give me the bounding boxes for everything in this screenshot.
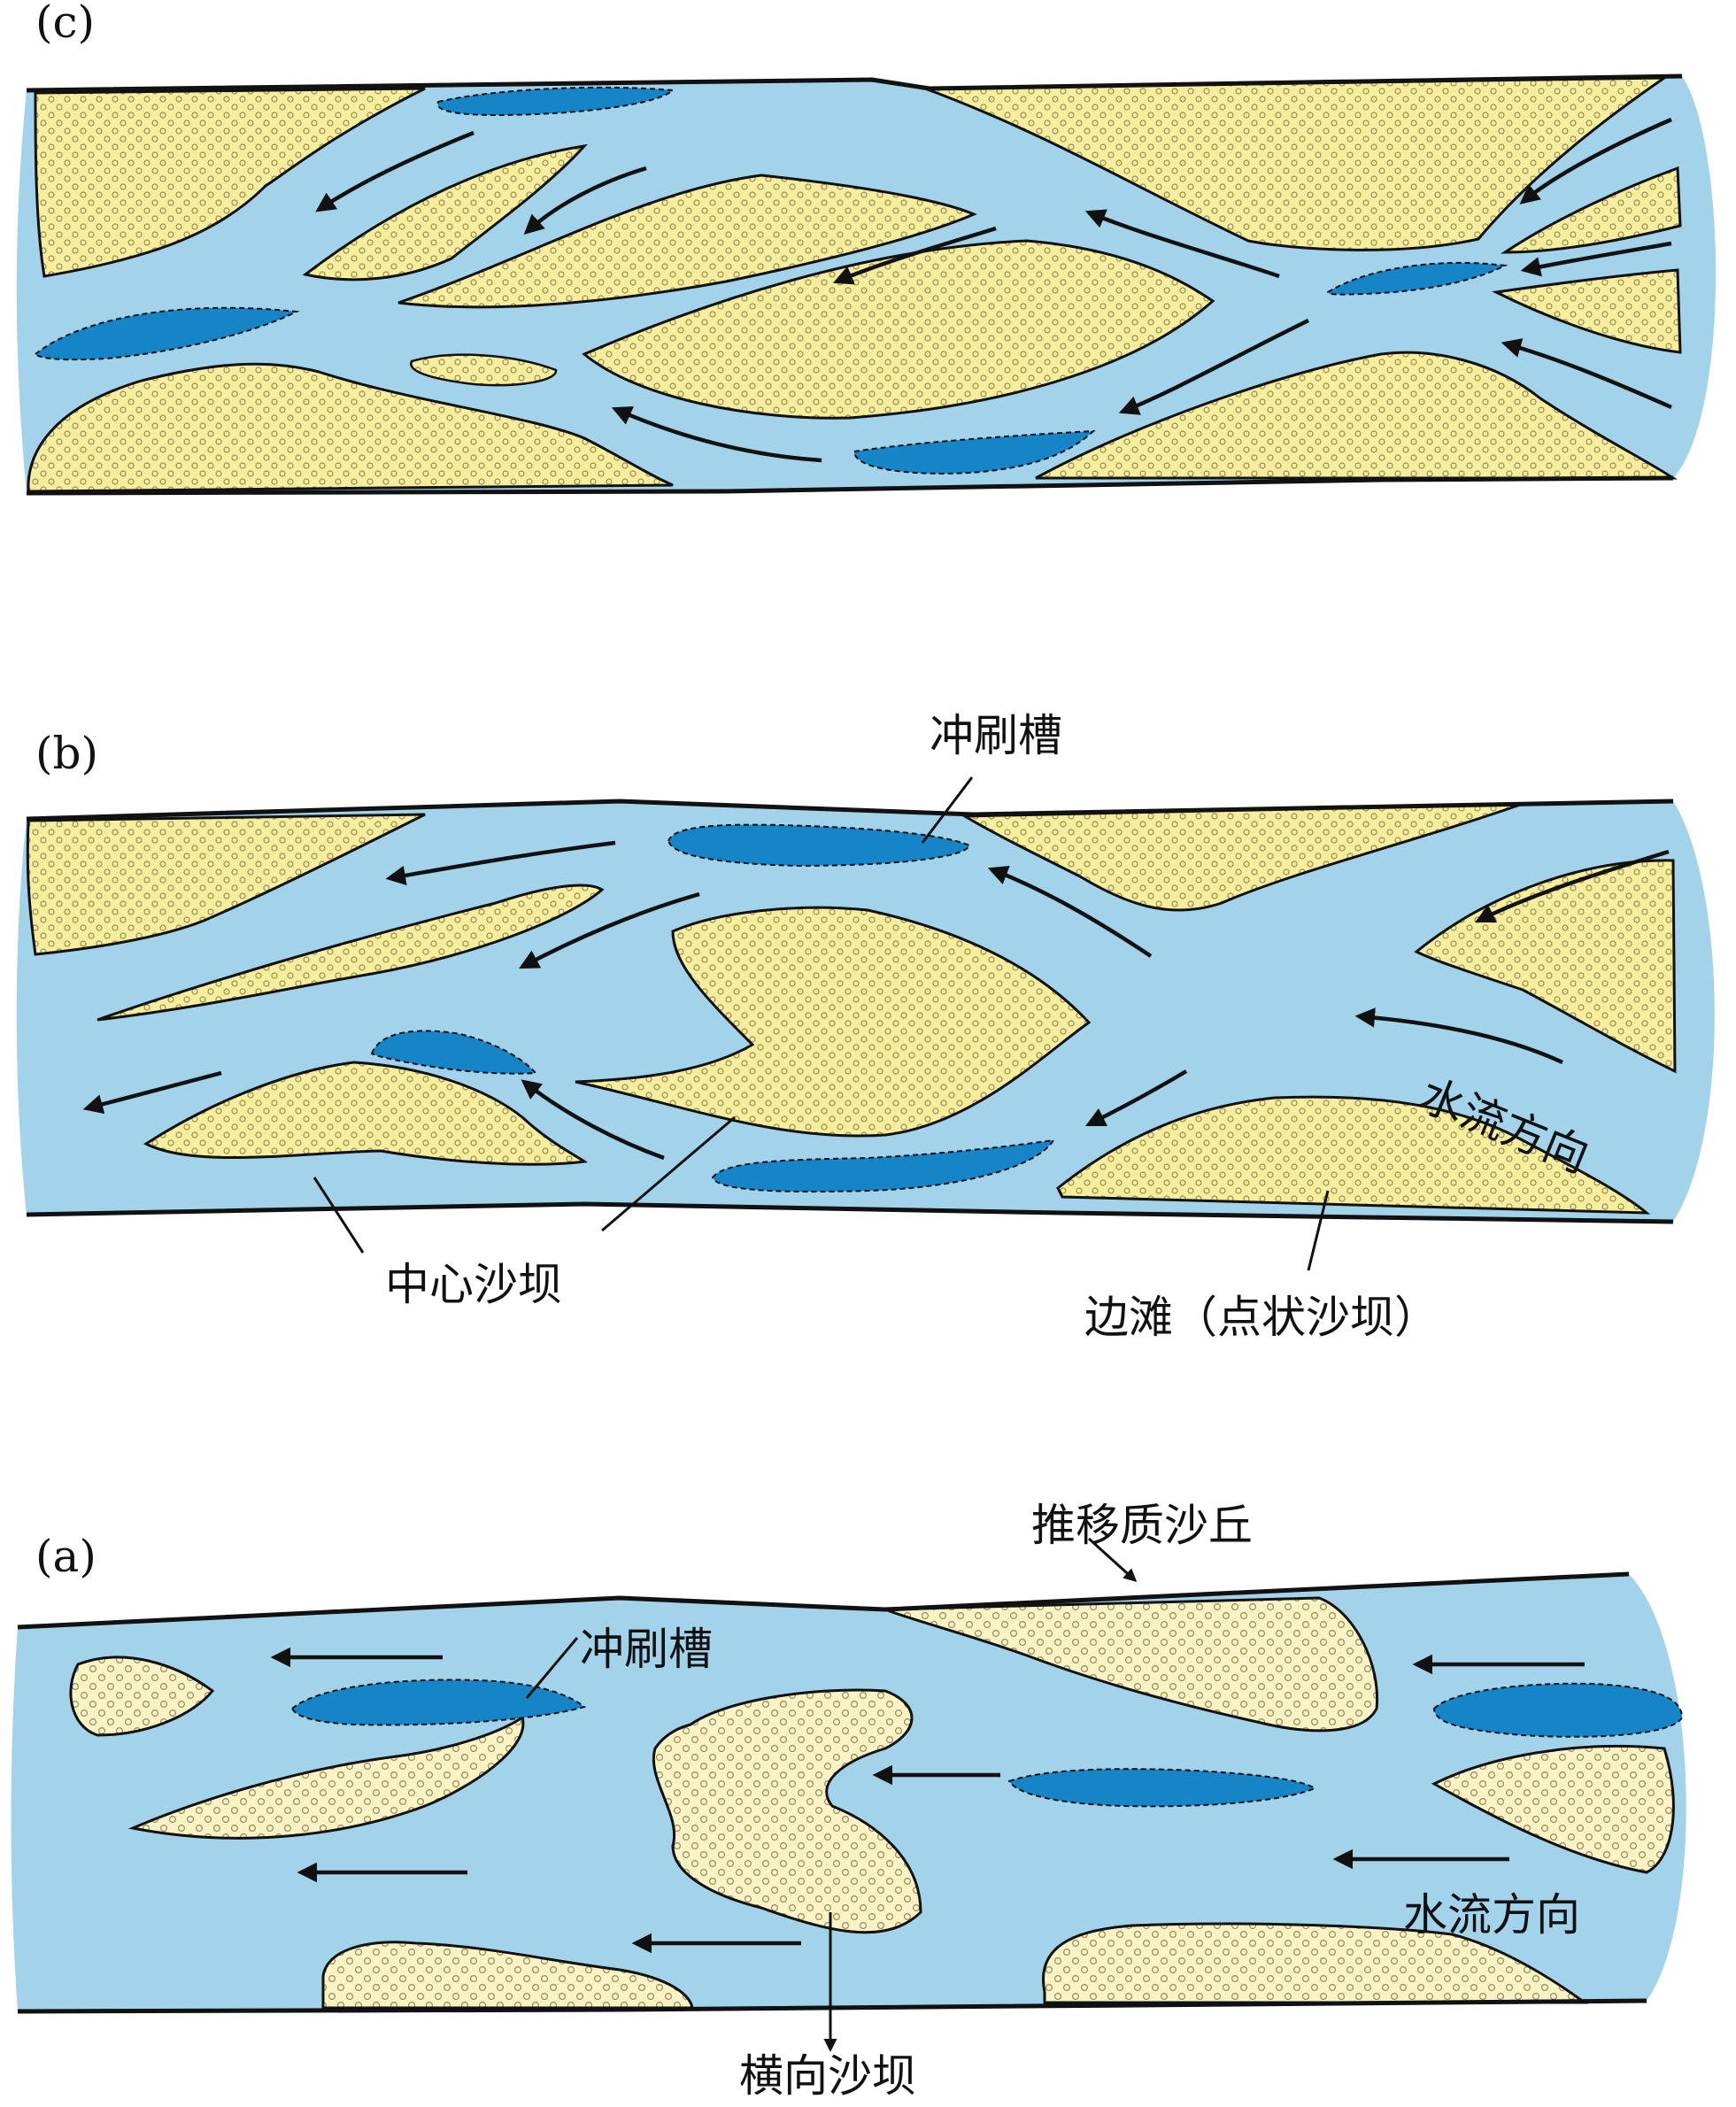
panel-a: (a) 推移质沙丘 冲刷槽 bbox=[11, 1500, 1686, 2102]
scour-trough bbox=[1432, 1682, 1684, 1738]
sand-bar bbox=[34, 87, 426, 278]
panel-b: (b) bbox=[16, 710, 1715, 1343]
leader-line bbox=[601, 1115, 736, 1232]
side-bar-label: 边滩（点状沙坝） bbox=[1084, 1292, 1439, 1343]
scour-trough bbox=[853, 429, 1096, 475]
bank-top-a bbox=[17, 1571, 1630, 1630]
scour-trough bbox=[436, 86, 675, 117]
flow-arrow-icon bbox=[1501, 338, 1672, 410]
sand-bar bbox=[27, 362, 674, 493]
sand-bar bbox=[1501, 166, 1682, 254]
scour-trough bbox=[1326, 261, 1508, 296]
sand-bar bbox=[96, 884, 605, 1022]
flow-direction-label-a: 水流方向 bbox=[1403, 1889, 1580, 1941]
sand-bar bbox=[652, 1688, 922, 1934]
panel-b-label: (b) bbox=[35, 728, 98, 779]
sand-bar bbox=[884, 1596, 1379, 1733]
panel-c-label: (c) bbox=[35, 0, 95, 48]
scour-trough bbox=[711, 1138, 1055, 1193]
scour-trough bbox=[290, 1679, 587, 1726]
flow-arrow-icon bbox=[385, 840, 616, 886]
panel-a-label: (a) bbox=[35, 1531, 96, 1582]
bedload-dune-label: 推移质沙丘 bbox=[1031, 1500, 1253, 1551]
sand-bar bbox=[26, 813, 426, 956]
scour-trough bbox=[370, 1030, 538, 1075]
leader-line bbox=[921, 776, 974, 844]
flow-arrow-icon bbox=[521, 1079, 665, 1161]
flow-arrow-icon bbox=[1520, 241, 1672, 277]
sand-bar bbox=[321, 1941, 694, 2010]
flow-arrow-icon bbox=[82, 1070, 222, 1115]
flow-arrow-icon bbox=[1474, 849, 1670, 923]
sand-bar bbox=[397, 174, 977, 309]
center-bar-label: 中心沙坝 bbox=[385, 1259, 562, 1310]
sand-bar bbox=[582, 239, 1215, 420]
flow-arrow-icon bbox=[1118, 318, 1309, 415]
leader-line bbox=[1087, 1537, 1138, 1583]
bank-top-b bbox=[26, 799, 1674, 822]
scour-trough bbox=[667, 823, 971, 868]
sand-bar bbox=[575, 906, 1092, 1138]
sand-bar bbox=[1042, 1922, 1589, 2004]
scour-trough bbox=[34, 306, 300, 361]
sand-bar bbox=[924, 76, 1669, 251]
leader-line bbox=[312, 1177, 365, 1254]
leader-line bbox=[525, 1637, 579, 1699]
bank-bottom-a bbox=[17, 1998, 1647, 2014]
transverse-bar-label: 横向沙坝 bbox=[739, 2050, 916, 2102]
sand-bar bbox=[143, 1061, 589, 1166]
flow-arrow-icon bbox=[1084, 209, 1280, 279]
flow-arrow-icon bbox=[987, 865, 1153, 958]
sand-bar bbox=[1035, 351, 1678, 480]
flow-arrow-icon bbox=[832, 226, 997, 285]
bank-bottom-c bbox=[26, 475, 1674, 496]
flow-arrow-icon bbox=[315, 130, 475, 212]
flow-arrow-icon bbox=[1519, 117, 1672, 205]
flow-arrow-icon bbox=[1354, 1007, 1563, 1065]
sand-bar bbox=[960, 802, 1524, 912]
sand-bar bbox=[69, 1656, 215, 1737]
sand-bar bbox=[1056, 1095, 1651, 1215]
sand-bar bbox=[1431, 1744, 1675, 1874]
scour-trough-label: 冲刷槽 bbox=[930, 710, 1062, 761]
scour-trough-label-a: 冲刷槽 bbox=[580, 1624, 713, 1675]
sand-bar bbox=[410, 353, 558, 387]
panel-c: (c) bbox=[16, 0, 1717, 496]
bank-bottom-b bbox=[26, 1201, 1674, 1224]
scour-trough bbox=[1007, 1768, 1317, 1808]
flow-arrow-icon bbox=[519, 891, 700, 969]
flow-arrow-icon bbox=[611, 405, 822, 463]
sand-bar bbox=[1492, 268, 1682, 354]
flow-arrow-icon bbox=[523, 166, 647, 235]
leader-line bbox=[1307, 1190, 1330, 1271]
flow-arrow-icon bbox=[1084, 1069, 1188, 1127]
sand-bar bbox=[302, 143, 588, 282]
bank-top-c bbox=[26, 73, 1683, 93]
